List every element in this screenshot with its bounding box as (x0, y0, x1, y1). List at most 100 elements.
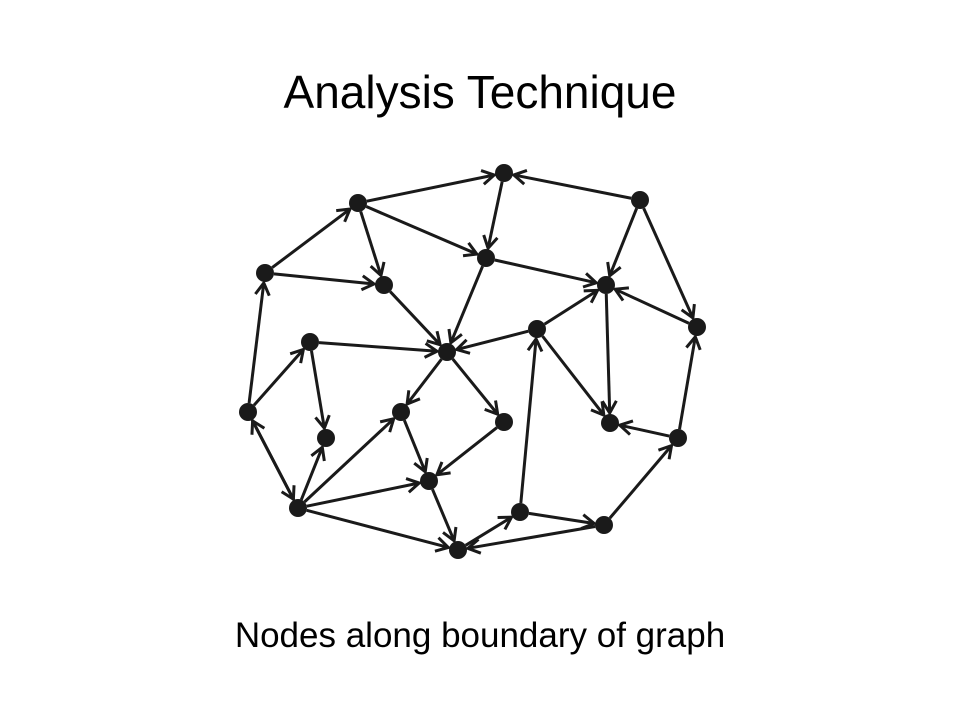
graph-edge (451, 358, 499, 416)
edge-arrowhead (250, 418, 266, 435)
graph-edge (359, 211, 383, 276)
graph-edge (541, 335, 606, 417)
graph-edge (306, 508, 449, 549)
edge-arrowhead (606, 261, 622, 279)
edge-arrowhead (310, 444, 326, 462)
graph-node (375, 276, 393, 294)
graph-edge (252, 348, 305, 407)
graph-edge (604, 293, 612, 414)
edge-arrowhead (379, 416, 396, 433)
edge-arrowhead (612, 286, 630, 302)
graph-node (601, 414, 619, 432)
graph-edge (642, 207, 695, 319)
graph-edge (494, 258, 597, 285)
graph-edge (435, 426, 498, 476)
edge-arrowhead (482, 234, 499, 252)
graph-node (420, 472, 438, 490)
graph-edge (251, 420, 296, 501)
edge-arrowhead (464, 538, 482, 555)
edge-arrowhead (434, 536, 452, 553)
graph-edge (449, 265, 484, 344)
graph-edge (528, 511, 595, 525)
slide-title: Analysis Technique (283, 66, 677, 118)
graph-node (631, 191, 649, 209)
edge-arrowhead (360, 274, 378, 292)
graph-node (449, 541, 467, 559)
edge-arrowhead (462, 241, 480, 258)
edge-arrowhead (601, 400, 618, 416)
graph-edge (431, 488, 456, 542)
graph-node (239, 403, 257, 421)
graph-edge (513, 173, 632, 200)
edge-arrowhead (423, 342, 440, 359)
graph-edge (366, 173, 495, 203)
edge-arrowhead (413, 457, 429, 475)
graph-node (597, 276, 615, 294)
graph-nodes (239, 164, 706, 559)
slide-caption: Nodes along boundary of graph (234, 616, 726, 655)
graph-edge (405, 358, 443, 405)
graph-edge (519, 338, 538, 504)
graph-edge (306, 481, 420, 508)
graph-edge (389, 290, 442, 346)
graph-edge (614, 287, 690, 325)
graph-edge (543, 289, 599, 326)
edge-arrowhead (405, 477, 423, 494)
edge-arrowhead (434, 461, 451, 477)
edge-arrowhead (453, 338, 471, 355)
graph-edge (271, 207, 351, 269)
edge-arrowhead (685, 333, 702, 351)
graph-node (688, 318, 706, 336)
graph-node (669, 429, 687, 447)
graph-node (349, 194, 367, 212)
edge-arrowhead (289, 347, 306, 364)
edge-arrowhead (447, 328, 463, 346)
graph-edge (467, 525, 596, 550)
graph-edge (273, 272, 375, 286)
edge-arrowhead (582, 272, 600, 289)
graph-edge (456, 329, 529, 351)
edge-arrowhead (590, 401, 606, 418)
graph-edge (299, 446, 324, 501)
graph-edge (365, 205, 478, 256)
edge-arrowhead (405, 390, 421, 407)
graph-edge (619, 423, 670, 438)
edge-arrowhead (480, 169, 498, 186)
graph-node (438, 343, 456, 361)
edge-arrowhead (526, 335, 544, 353)
edge-arrowhead (336, 207, 353, 223)
graph-node (528, 320, 546, 338)
edge-arrowhead (314, 414, 331, 432)
graph-edge (464, 515, 513, 547)
graph-edge (402, 419, 427, 473)
edge-arrowhead (442, 526, 458, 544)
graph-edges (247, 169, 702, 555)
graph-node (511, 503, 529, 521)
edge-arrowhead (583, 288, 601, 304)
graph-node (256, 264, 274, 282)
graph-node (495, 164, 513, 182)
graph-node (495, 413, 513, 431)
edge-arrowhead (369, 261, 386, 279)
edge-arrowhead (254, 279, 271, 297)
graph-edge (486, 181, 504, 249)
graph-edge (247, 282, 266, 404)
graph-edge (318, 341, 438, 353)
graph-node (595, 516, 613, 534)
edge-arrowhead (616, 419, 634, 436)
graph-node (301, 333, 319, 351)
graph-node (477, 249, 495, 267)
edge-arrowhead (426, 330, 443, 347)
graph-edge (608, 207, 639, 277)
edge-arrowhead (680, 303, 696, 321)
graph-edge (678, 336, 697, 430)
edge-arrowhead (497, 515, 515, 531)
graph-node (317, 429, 335, 447)
graph-edge (309, 350, 326, 429)
graph-edge (608, 444, 673, 520)
graph-edge (303, 417, 395, 503)
edge-arrowhead (510, 169, 528, 186)
graph-node (392, 403, 410, 421)
